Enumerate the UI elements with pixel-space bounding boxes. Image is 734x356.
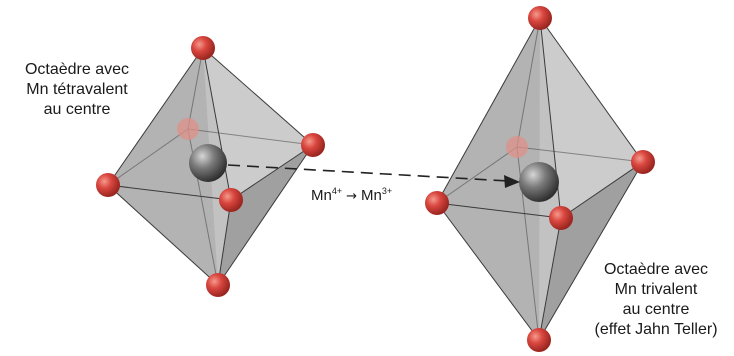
left-oxygen-top-atom: [191, 36, 215, 60]
right-caption-line-1: Octaèdre avec: [603, 261, 709, 278]
transition-arrow-glyph: →: [346, 189, 358, 204]
right-oxygen-back-atom: [506, 136, 528, 158]
right-oxygen-top-atom: [528, 6, 552, 30]
to-ion-symbol: Mn: [361, 187, 382, 204]
right-caption-line-3: au centre: [622, 301, 690, 318]
left-caption-line-3: au centre: [43, 101, 111, 118]
right-oxygen-front-atom: [549, 206, 573, 230]
left-oxygen-back-atom: [177, 118, 199, 140]
right-octahedron-caption: Octaèdre avec Mn trivalent au centre (ef…: [578, 260, 734, 340]
left-oxygen-bottom-atom: [206, 273, 230, 297]
right-octahedron: [425, 6, 655, 352]
left-oxygen-left-atom: [96, 173, 120, 197]
right-octahedron-edges: [436, 17, 644, 341]
from-ion-charge: 4+: [331, 186, 343, 196]
left-octahedron: [96, 36, 325, 297]
transition-arrow: [227, 164, 520, 188]
to-ion-charge: 3+: [381, 186, 393, 196]
left-oxygen-front-atom: [219, 188, 243, 212]
left-octahedron-caption: Octaèdre avec Mn tétravalent au centre: [0, 60, 154, 120]
left-manganese-atom: [189, 144, 227, 182]
left-oxygen-right-atom: [301, 133, 325, 157]
left-octahedron-edges: [107, 47, 314, 286]
right-oxygen-left-atom: [425, 191, 449, 215]
right-oxygen-bottom-atom: [527, 328, 551, 352]
right-oxygen-right-atom: [631, 150, 655, 174]
right-manganese-atom: [519, 162, 559, 202]
transition-label: Mn4+→Mn3+: [311, 186, 392, 204]
right-caption-line-2: Mn trivalent: [614, 281, 698, 298]
left-caption-line-2: Mn tétravalent: [26, 81, 128, 98]
from-ion-symbol: Mn: [311, 187, 332, 204]
right-caption-line-4: (effet Jahn Teller): [594, 321, 718, 338]
left-caption-line-1: Octaèdre avec: [24, 61, 130, 78]
